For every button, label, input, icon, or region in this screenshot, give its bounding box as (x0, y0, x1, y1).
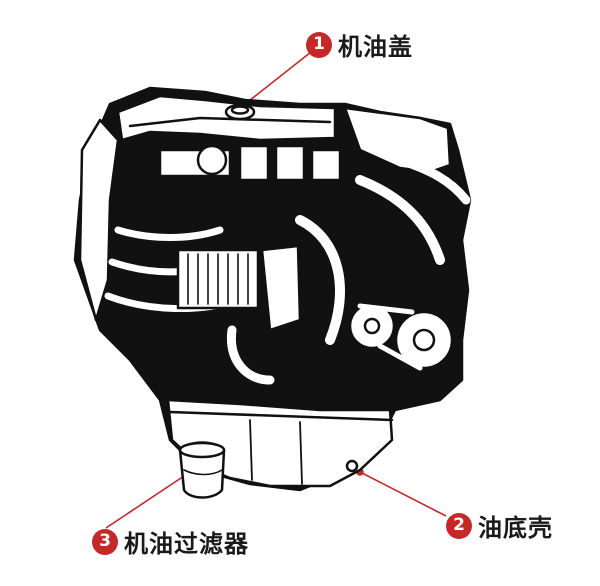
engine-block (73, 86, 472, 499)
coolant-hose-2 (355, 175, 445, 265)
leader-line-3 (105, 467, 197, 529)
callout-number-badge: 3 (92, 528, 118, 555)
oil-pan-rib-2 (299, 421, 303, 485)
valve-cover-ridge (128, 116, 332, 128)
intake-runner-1 (114, 226, 224, 241)
oil-pan-rib-1 (249, 419, 253, 481)
drain-plug (345, 459, 359, 473)
coil-1 (238, 144, 270, 182)
oil-cooler-fins (187, 253, 249, 305)
mount-bracket (260, 244, 302, 332)
callout-oil-cap: 1 机油盖 (306, 27, 413, 62)
callout-label: 机油盖 (338, 33, 413, 61)
callout-number-badge: 2 (446, 512, 472, 539)
callout-number-badge: 1 (306, 31, 332, 58)
drive-belt (357, 303, 423, 371)
oil-filter-band (183, 469, 223, 476)
thermostat-housing (196, 144, 228, 176)
coil-2 (274, 144, 306, 182)
leader-line-2 (359, 471, 447, 517)
coolant-hose-1 (295, 215, 345, 345)
leader-line-1 (239, 51, 312, 109)
intake-plenum (78, 118, 120, 322)
callout-oil-pan: 2 油底壳 (446, 508, 553, 543)
timing-cover-top (343, 106, 452, 174)
oil-pan-flange (168, 410, 394, 422)
oil-filter-top (178, 441, 226, 459)
coolant-hose-3 (226, 325, 275, 385)
coil-3 (310, 148, 342, 182)
crank-pulley-hub (412, 328, 436, 352)
coolant-hose-4 (395, 155, 471, 205)
callout-label: 机油过滤器 (124, 530, 249, 558)
oil-cap-top (230, 105, 250, 115)
alternator-pulley-hub (363, 317, 381, 335)
callout-label: 油底壳 (478, 514, 553, 542)
callout-oil-filter: 3 机油过滤器 (92, 524, 249, 559)
